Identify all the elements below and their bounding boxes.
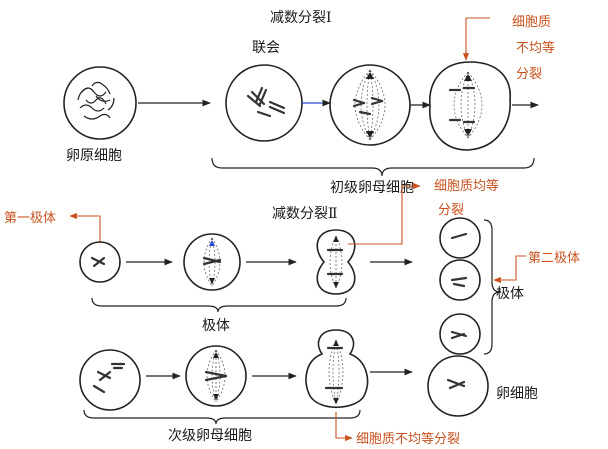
synapsis-cell [225, 64, 303, 142]
primary-oocyte-label: 初级卵母细胞 [330, 179, 414, 196]
note-unequal-top-line3: 分裂 [516, 67, 542, 82]
oocyte-anaphase-2-cell [305, 329, 369, 408]
note-first-polar-body: 第一极体 [4, 211, 56, 226]
oogonium-cell [63, 66, 137, 140]
oogonium-label: 卵原细胞 [66, 148, 122, 164]
secondary-oocyte-cell [79, 349, 141, 411]
secondary-oocyte-brace [83, 409, 361, 425]
metaphase-1-cell [329, 64, 411, 146]
meiosis-2-label: 减数分裂Ⅱ [272, 206, 338, 222]
note-unequal-bottom: 细胞质不均等分裂 [356, 431, 460, 447]
first-polar-body-cell [79, 241, 121, 283]
second-polar-body-1 [439, 217, 481, 259]
polar-body-right-label: 极体 [496, 286, 524, 302]
polar-body-label: 极体 [202, 318, 230, 334]
note-unequal-top-pointer [462, 17, 490, 61]
second-polar-body-2 [439, 259, 481, 301]
note-second-polar-body-pointer [493, 255, 526, 284]
secondary-oocyte-label: 次级卵母细胞 [168, 428, 252, 444]
egg-cell-label: 卵细胞 [496, 386, 538, 402]
note-equal-division-pointer [348, 182, 421, 245]
note-equal-division-line2: 分裂 [438, 203, 464, 218]
polar-body-brace [483, 219, 501, 355]
egg-cell [427, 355, 489, 417]
polar-metaphase-2-cell [183, 233, 241, 291]
polar-anaphase-2-cell [316, 229, 356, 295]
polar-body-row-brace [91, 297, 347, 313]
primary-oocyte-brace [211, 157, 535, 177]
note-unequal-top-line1: 细胞质 [512, 15, 551, 30]
note-first-polar-body-pointer [69, 212, 101, 244]
oocyte-metaphase-2-cell [185, 345, 247, 407]
synapsis-label: 联会 [252, 40, 280, 56]
second-polar-body-3 [439, 313, 481, 355]
anaphase-1-cell [429, 61, 511, 151]
note-unequal-bottom-pointer [335, 412, 353, 442]
meiosis-1-label: 减数分裂Ⅰ [270, 10, 332, 26]
note-unequal-top-line2: 不均等 [516, 40, 555, 56]
note-second-polar-body: 第二极体 [528, 251, 580, 266]
note-equal-division-line1: 细胞质均等 [434, 178, 499, 194]
